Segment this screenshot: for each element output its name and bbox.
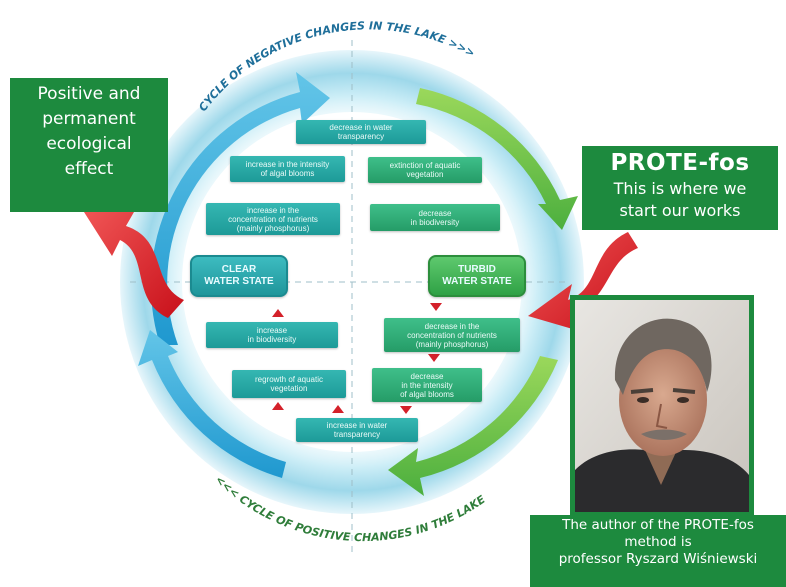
positive-effect-panel: Positive and permanent ecological effect (10, 78, 168, 212)
green-arc-lower-right (388, 356, 558, 496)
caption-line: method is (624, 534, 692, 550)
flow-triangle (272, 309, 284, 317)
flow-triangle (430, 303, 442, 311)
red-arrow-entry-right (528, 232, 638, 330)
author-photo (575, 300, 749, 512)
blue-arc-lower-left (138, 330, 286, 478)
flow-triangle (428, 354, 440, 362)
panel-line: effect (64, 159, 114, 179)
prote-fos-title: PROTE-fos (610, 150, 750, 176)
prote-fos-panel: PROTE-fos This is where we start our wor… (582, 146, 778, 230)
green-arc-upper-right (416, 88, 578, 230)
caption-line: The author of the PROTE-fos (562, 517, 754, 533)
red-arrow-exit-left (84, 212, 184, 318)
author-caption: The author of the PROTE-fos method is pr… (530, 515, 786, 587)
panel-line: This is where we (613, 179, 747, 198)
panel-line: ecological (46, 134, 132, 154)
flow-triangle (400, 406, 412, 414)
caption-line: professor Ryszard Wiśniewski (558, 551, 758, 567)
panel-line: permanent (42, 109, 136, 129)
flow-triangle (272, 402, 284, 410)
panel-line: Positive and (37, 84, 141, 104)
panel-line: start our works (619, 201, 741, 220)
blue-arc-upper-left (150, 72, 330, 345)
flow-triangle (332, 405, 344, 413)
author-portrait-image (575, 300, 749, 512)
